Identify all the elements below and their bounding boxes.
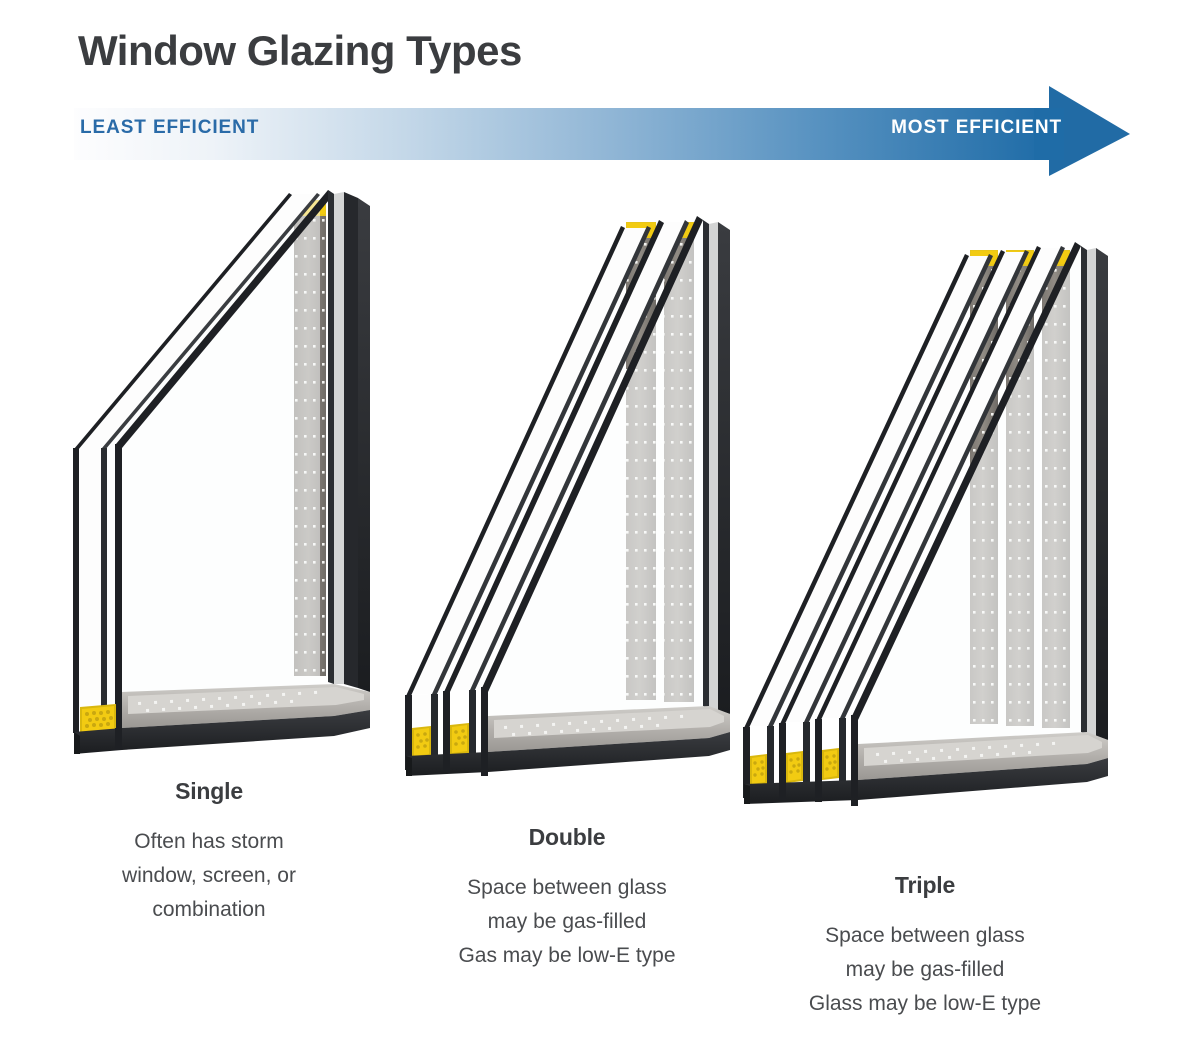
most-efficient-label: MOST EFFICIENT [891,117,1062,138]
desiccant-block [450,723,469,755]
desiccant-block [80,704,116,736]
least-efficient-label: LEAST EFFICIENT [80,117,260,138]
glazing-desc-triple-line-2: may be gas-filled [845,958,1005,982]
glazing-desc-single-line-2: window, screen, or [122,864,296,888]
glazing-desc-single-line-1: Often has storm [134,830,284,853]
desiccant-block [822,748,839,780]
caption-triple: Triple Space between glass may be gas-fi… [752,872,1098,1021]
glazing-desc-single-line-3: combination [152,898,266,922]
desiccant-block [786,751,803,783]
glazing-name-double: Double [528,824,606,850]
caption-single: Single Often has storm window, screen, o… [54,778,364,927]
glazing-desc-triple-line-1: Space between glass [825,924,1025,947]
glazing-desc-double-line-2: may be gas-filled [487,910,647,934]
glazing-desc-triple-line-3: Glass may be low-E type [808,992,1042,1016]
efficiency-scale-arrow: LEAST EFFICIENT MOST EFFICIENT [74,84,1130,178]
desiccant-block [750,754,767,786]
glazing-desc-double-line-1: Space between glass [467,876,667,899]
desiccant-block [412,726,431,758]
glazing-name-single: Single [175,778,243,804]
glazing-name-triple: Triple [894,872,956,898]
glazing-diagram-single [58,176,408,776]
page-title: Window Glazing Types [78,27,522,74]
glazing-desc-double-line-3: Gas may be low-E type [458,944,676,968]
glazing-diagram-double [398,200,748,800]
caption-double: Double Space between glass may be gas-fi… [402,824,732,973]
glazing-diagram-triple [736,226,1136,836]
